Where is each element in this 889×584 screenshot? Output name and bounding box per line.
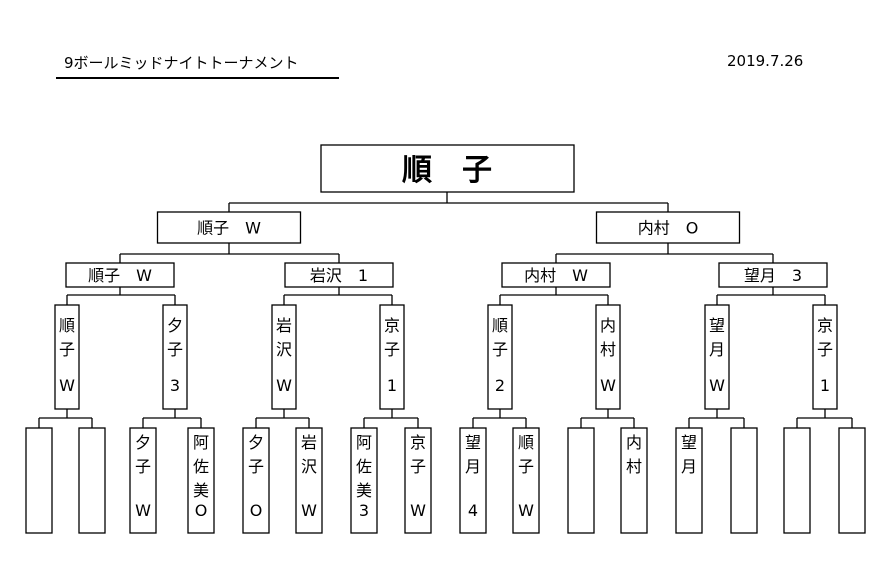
first-round-3-result: W — [135, 501, 151, 520]
first-round-box-3 — [129, 427, 157, 534]
first-round-4-char: 美 — [193, 481, 209, 500]
first-round-9-char: 望 — [465, 433, 481, 452]
first-round-12-char: 内 — [626, 433, 642, 452]
semifinal-1-label: 順子 W — [197, 219, 261, 238]
first-round-7-char: 佐 — [356, 457, 372, 476]
first-round-13-char: 望 — [681, 433, 697, 452]
first-round-box-10 — [512, 427, 540, 534]
semifinal-2-label: 内村 O — [638, 219, 699, 238]
round16-8-result: 1 — [820, 376, 830, 395]
first-round-box-9 — [459, 427, 487, 534]
round16-1-result: W — [59, 376, 75, 395]
tournament-date: 2019.7.26 — [727, 52, 804, 70]
first-round-box-11 — [567, 427, 595, 534]
round16-3-char: 岩 — [276, 316, 292, 335]
round16-6-char: 内 — [600, 316, 616, 335]
round16-8-char: 京 — [817, 316, 833, 335]
round16-box-8 — [812, 304, 838, 410]
first-round-box-1 — [25, 427, 53, 534]
round16-3-result: W — [276, 376, 292, 395]
first-round-6-result: W — [301, 501, 317, 520]
first-round-6-char: 沢 — [301, 457, 317, 476]
first-round-7-char: 阿 — [356, 433, 372, 452]
round16-box-1 — [54, 304, 80, 410]
round16-7-result: W — [709, 376, 725, 395]
quarterfinal-1-label: 順子 W — [88, 266, 152, 285]
first-round-box-16 — [838, 427, 866, 534]
first-round-9-char: 月 — [465, 457, 481, 476]
title-underline — [56, 77, 339, 79]
round16-4-char: 京 — [384, 316, 400, 335]
first-round-box-4 — [187, 427, 215, 534]
first-round-10-result: W — [518, 501, 534, 520]
first-round-box-2 — [78, 427, 106, 534]
round16-4-char: 子 — [384, 340, 400, 359]
quarterfinal-2-box — [284, 262, 394, 288]
round16-5-result: 2 — [495, 376, 505, 395]
first-round-10-char: 子 — [518, 457, 534, 476]
first-round-8-result: W — [410, 501, 426, 520]
first-round-box-15 — [783, 427, 811, 534]
first-round-box-8 — [404, 427, 432, 534]
round16-5-char: 子 — [492, 340, 508, 359]
champion-box — [320, 144, 575, 193]
first-round-8-char: 子 — [410, 457, 426, 476]
first-round-5-char: 夕 — [248, 433, 264, 452]
round16-box-3 — [271, 304, 297, 410]
round16-2-result: 3 — [170, 376, 180, 395]
quarterfinal-1-box — [65, 262, 175, 288]
round16-7-char: 月 — [709, 340, 725, 359]
round16-8-char: 子 — [817, 340, 833, 359]
round16-7-char: 望 — [709, 316, 725, 335]
quarterfinal-3-box — [501, 262, 611, 288]
first-round-13-char: 月 — [681, 457, 697, 476]
round16-3-char: 沢 — [276, 340, 292, 359]
first-round-box-6 — [295, 427, 323, 534]
first-round-4-result: O — [195, 501, 208, 520]
round16-2-char: 子 — [167, 340, 183, 359]
first-round-5-char: 子 — [248, 457, 264, 476]
first-round-7-char: 美 — [356, 481, 372, 500]
first-round-8-char: 京 — [410, 433, 426, 452]
first-round-box-5 — [242, 427, 270, 534]
first-round-5-result: O — [250, 501, 263, 520]
round16-1-char: 順 — [59, 316, 75, 335]
round16-box-6 — [595, 304, 621, 410]
first-round-box-12 — [620, 427, 648, 534]
champion-name: 順 子 — [402, 153, 492, 188]
first-round-box-13 — [675, 427, 703, 534]
first-round-12-char: 村 — [626, 457, 642, 476]
first-round-box-7 — [350, 427, 378, 534]
first-round-box-14 — [730, 427, 758, 534]
quarterfinal-2-label: 岩沢 1 — [310, 266, 368, 285]
round16-2-char: 夕 — [167, 316, 183, 335]
first-round-3-char: 夕 — [135, 433, 151, 452]
first-round-4-char: 佐 — [193, 457, 209, 476]
first-round-4-char: 阿 — [193, 433, 209, 452]
semifinal-1-box — [156, 211, 302, 244]
first-round-6-char: 岩 — [301, 433, 317, 452]
first-round-7-result: 3 — [359, 501, 369, 520]
quarterfinal-3-label: 内村 W — [524, 266, 588, 285]
round16-4-result: 1 — [387, 376, 397, 395]
round16-6-result: W — [600, 376, 616, 395]
round16-box-2 — [162, 304, 188, 410]
first-round-3-char: 子 — [135, 457, 151, 476]
quarterfinal-4-label: 望月 3 — [744, 266, 802, 285]
first-round-9-result: 4 — [468, 501, 478, 520]
semifinal-2-box — [595, 211, 741, 244]
round16-6-char: 村 — [600, 340, 616, 359]
round16-5-char: 順 — [492, 316, 508, 335]
first-round-10-char: 順 — [518, 433, 534, 452]
round16-1-char: 子 — [59, 340, 75, 359]
tournament-title: 9ボールミッドナイトトーナメント — [64, 54, 299, 72]
